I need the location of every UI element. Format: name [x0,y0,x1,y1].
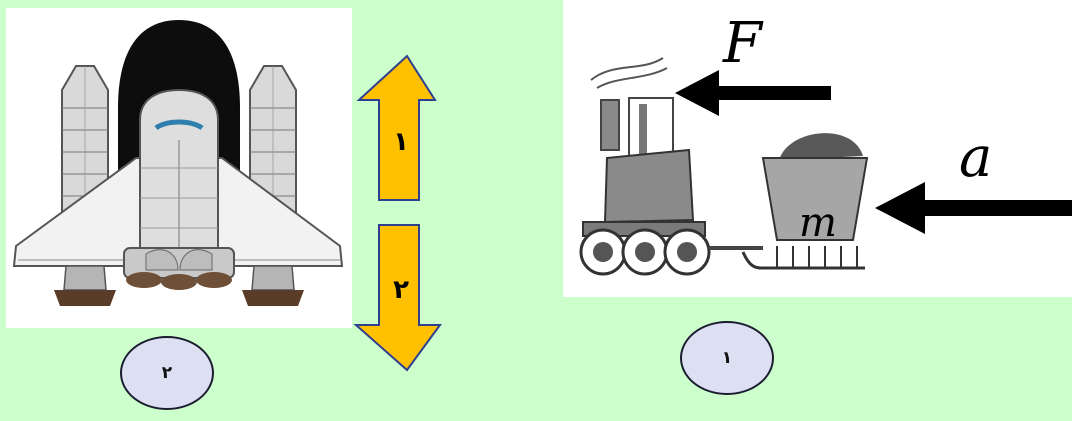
force-label: F [722,11,764,76]
arrow-up-label: ١ [393,127,409,157]
shuttle-panel [6,8,352,328]
space-shuttle-illustration [12,20,344,306]
train-force-illustration: m F a [579,11,1072,276]
locomotive-wheels [579,228,711,276]
acceleration-arrow: a [875,125,1072,234]
badge-number: ١ [721,348,733,368]
arrow-down-2: ٢ [353,224,442,372]
force-arrow: F [675,11,831,116]
wagon-mass: m [741,133,869,270]
train-panel: m F a [563,0,1072,297]
badge-number: ٢ [161,363,173,383]
figure-number-badge-1: ١ [680,321,774,395]
mass-label: m [799,200,837,246]
figure-number-badge-2: ٢ [120,336,214,410]
arrow-down-label: ٢ [393,275,409,305]
acceleration-label: a [959,125,992,190]
arrow-up-1: ١ [356,54,437,201]
